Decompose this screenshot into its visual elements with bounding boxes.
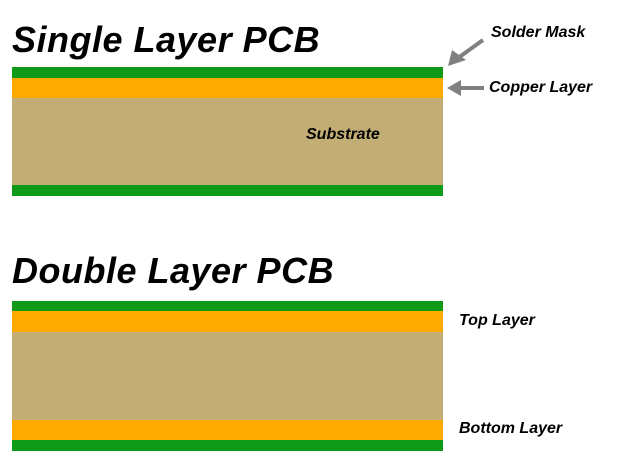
single-top-solder-mask [12,67,443,78]
double-layer-title: Double Layer PCB [12,250,335,291]
double-top-solder-mask [12,301,443,311]
double-substrate [12,332,443,420]
substrate-label: Substrate [306,126,380,143]
double-bottom-solder-mask [12,440,443,451]
copper-layer-arrow-icon [447,80,484,96]
solder-mask-label: Solder Mask [491,24,586,41]
bottom-layer-label: Bottom Layer [459,420,563,437]
single-substrate [12,98,443,185]
solder-mask-arrow-icon [448,38,485,66]
single-copper-layer [12,78,443,98]
single-bottom-solder-mask [12,185,443,196]
double-top-copper-layer [12,311,443,332]
double-bottom-copper-layer [12,420,443,440]
top-layer-label: Top Layer [459,312,535,329]
single-layer-title: Single Layer PCB [12,19,321,60]
copper-layer-label: Copper Layer [489,79,593,96]
